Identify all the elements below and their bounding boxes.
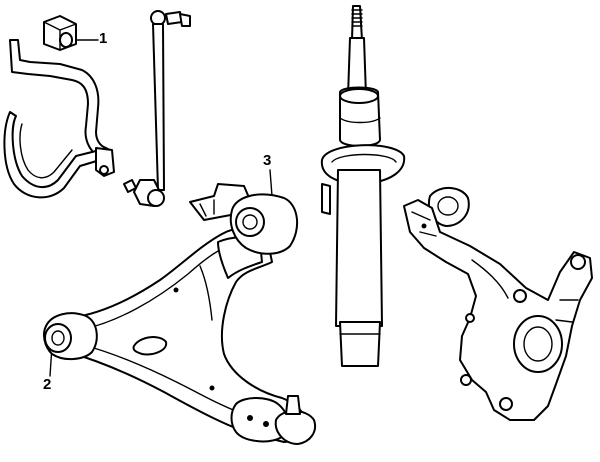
front-bushing <box>43 312 98 360</box>
stabilizer-bushing <box>43 15 77 51</box>
stabilizer-bar <box>3 39 115 199</box>
rear-bushing <box>189 183 299 255</box>
strut-shock-absorber <box>320 5 406 367</box>
stabilizer-link <box>123 10 191 207</box>
leader-line-3 <box>269 169 273 197</box>
callout-label-2: 2 <box>43 376 52 393</box>
callout-label-1: 1 <box>99 30 108 47</box>
callout-label-3: 3 <box>263 152 272 169</box>
steering-knuckle <box>403 187 593 421</box>
ball-joint <box>230 395 316 445</box>
